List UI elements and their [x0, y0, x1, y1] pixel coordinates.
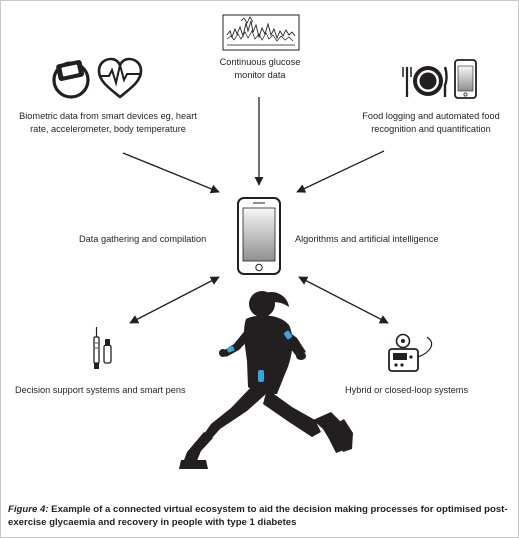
figure-caption: Figure 4: Example of a connected virtual…	[8, 503, 513, 529]
cgm-chart-icon	[222, 14, 300, 51]
arrow-biometric-to-phone	[122, 152, 220, 194]
central-smartphone	[237, 197, 281, 275]
biometric-label: Biometric data from smart devices eg, he…	[8, 110, 208, 135]
figure-caption-box: Figure 4: Example of a connected virtual…	[0, 499, 519, 538]
algorithms-label: Algorithms and artificial intelligence	[295, 234, 439, 244]
figure-caption-text: Example of a connected virtual ecosystem…	[8, 504, 508, 528]
arrow-phone-decision-support	[129, 276, 220, 324]
figure-panel: Continuous glucose monitor data Biometri…	[0, 0, 519, 500]
biometric-label-line2: rate, accelerometer, body temperature	[30, 123, 186, 134]
data-gathering-label: Data gathering and compilation	[79, 234, 207, 244]
wearable-sensors	[226, 330, 293, 382]
diagram-artwork	[52, 14, 477, 469]
figure-label: Figure 4:	[8, 504, 49, 515]
food-label-line1: Food logging and automated food	[362, 111, 500, 121]
closed-loop-label: Hybrid or closed-loop systems	[345, 385, 469, 395]
smartwatch-icon	[52, 60, 90, 99]
arm-sensor	[283, 330, 293, 340]
abdomen-sensor	[258, 370, 264, 382]
smart-pen-icon	[93, 327, 112, 369]
cgm-label-line2: monitor data	[234, 69, 286, 80]
biometric-label-line1: Biometric data from smart devices eg, he…	[19, 111, 197, 121]
small-phone-icon	[454, 59, 477, 99]
insulin-pump-icon	[388, 333, 433, 372]
wrist-sensor	[226, 346, 235, 353]
cgm-label: Continuous glucose monitor data	[212, 56, 308, 81]
plate-fork-icon	[402, 66, 448, 97]
heart-rate-icon	[97, 57, 143, 99]
food-label-line2: recognition and quantification	[371, 123, 491, 134]
cgm-label-line1: Continuous glucose	[219, 57, 301, 67]
food-label: Food logging and automated food recognit…	[351, 110, 511, 135]
runner-silhouette	[179, 291, 353, 469]
arrow-phone-closed-loop	[298, 276, 389, 324]
arrow-food-to-phone	[296, 150, 385, 193]
decision-support-label: Decision support systems and smart pens	[15, 385, 186, 395]
